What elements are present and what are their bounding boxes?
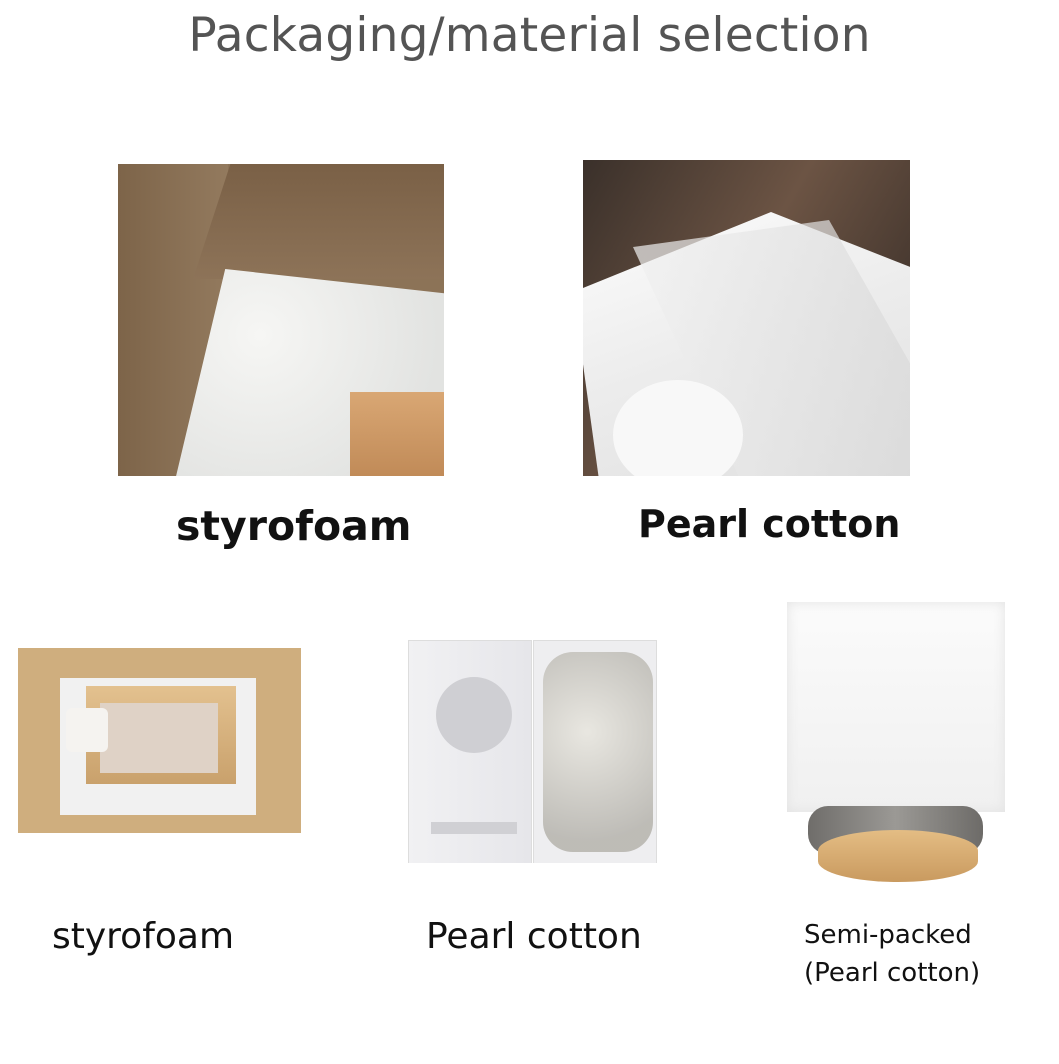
pearl-cotton-insert-photo [403,640,659,863]
styrofoam-label-1: styrofoam [176,502,412,550]
semi-packed-lamp-photo [783,598,1007,898]
pearl-cotton-label-1: Pearl cotton [638,502,901,546]
pearl-cotton-label-2: Pearl cotton [426,916,642,957]
pearl-cotton-sheet-photo [583,160,910,476]
page-title: Packaging/material selection [188,8,871,63]
styrofoam-box-insert-photo [18,648,301,833]
styrofoam-label-2: styrofoam [52,916,235,957]
styrofoam-in-box-photo [118,164,444,476]
semi-packed-label-line1: Semi-packed [804,920,972,950]
semi-packed-label-line2: (Pearl cotton) [804,958,981,988]
